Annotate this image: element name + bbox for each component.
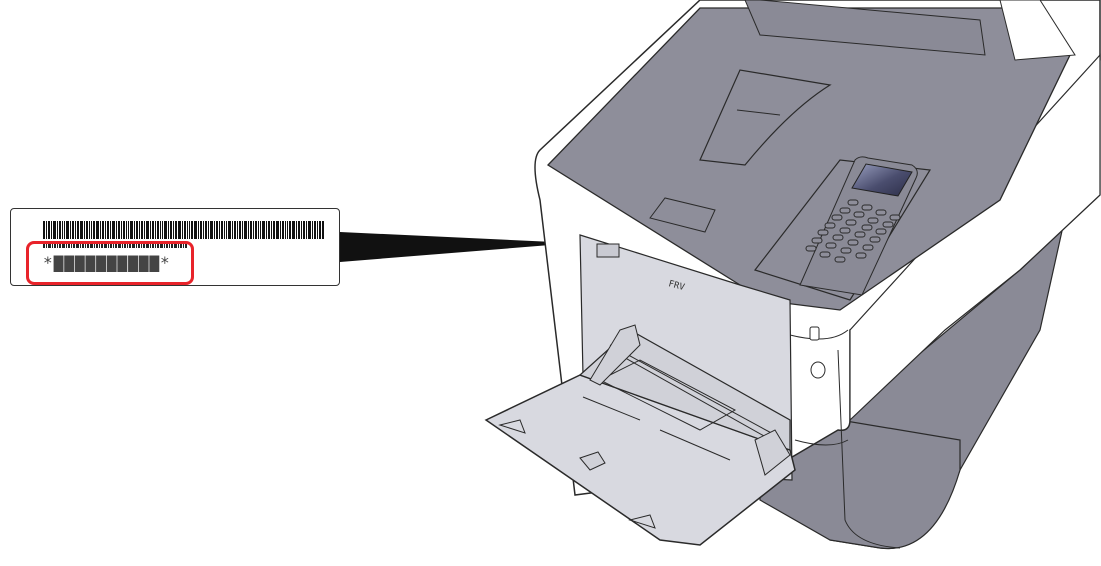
serial-number-text: *▇▇▇▇▇▇▇▇▇▇* [43, 253, 171, 272]
callout-pointer [340, 232, 575, 262]
keypad [805, 199, 901, 263]
round-button [810, 361, 826, 379]
power-switch-icon [809, 326, 820, 341]
serial-number-label-callout: *▇▇▇▇▇▇▇▇▇▇* [10, 208, 340, 286]
barcode-main [43, 221, 325, 239]
serial-label-on-printer [596, 243, 620, 258]
barcode-secondary [43, 243, 188, 248]
svg-text:FRV: FRV [667, 279, 686, 293]
serial-number-highlight [26, 241, 194, 285]
lcd-display [851, 163, 913, 197]
